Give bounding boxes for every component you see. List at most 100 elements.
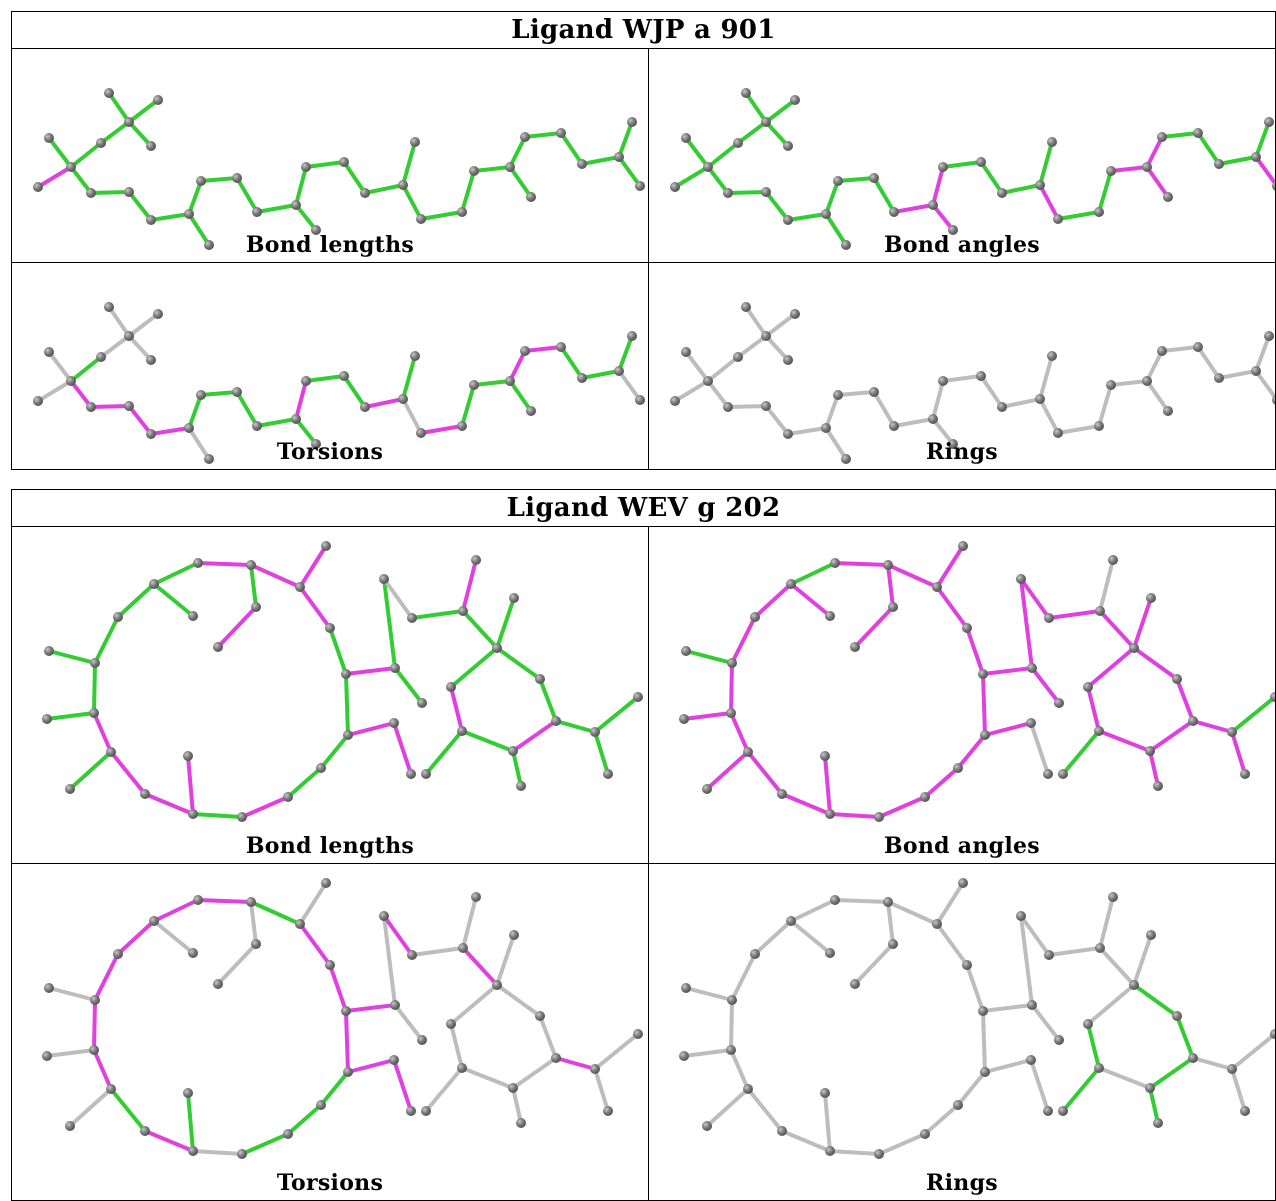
ligand-title: Ligand WEV g 202 bbox=[12, 490, 1275, 527]
bond bbox=[1086, 646, 1136, 689]
atom bbox=[1251, 152, 1261, 162]
atom bbox=[360, 402, 370, 412]
bond bbox=[45, 711, 96, 721]
atom bbox=[516, 1118, 526, 1128]
atom bbox=[146, 215, 156, 225]
bond bbox=[559, 131, 584, 166]
atom bbox=[86, 402, 96, 412]
atom bbox=[325, 623, 335, 633]
bond bbox=[69, 379, 93, 409]
bond bbox=[941, 374, 983, 383]
panel-caption: Bond lengths bbox=[245, 833, 415, 859]
bond bbox=[736, 120, 768, 145]
atom bbox=[492, 643, 502, 653]
atom bbox=[65, 784, 75, 794]
bond bbox=[1217, 155, 1258, 166]
atom bbox=[66, 376, 76, 386]
bond bbox=[877, 795, 927, 819]
molecule-diagram bbox=[679, 541, 1275, 822]
bond bbox=[152, 919, 195, 955]
bond bbox=[196, 898, 253, 904]
bond bbox=[1145, 135, 1164, 169]
bond bbox=[729, 711, 750, 754]
atom bbox=[65, 1121, 75, 1131]
atom bbox=[1129, 980, 1139, 990]
atom bbox=[283, 1129, 293, 1139]
bond bbox=[746, 750, 784, 796]
atom bbox=[89, 1045, 99, 1055]
atom bbox=[761, 401, 771, 411]
atom bbox=[246, 560, 256, 570]
bond bbox=[424, 1066, 464, 1113]
atom bbox=[410, 351, 420, 361]
atom bbox=[627, 331, 637, 341]
bond bbox=[235, 176, 259, 214]
atom bbox=[1172, 1011, 1182, 1021]
atom bbox=[1094, 1063, 1104, 1073]
atom bbox=[193, 558, 203, 568]
bond bbox=[706, 355, 740, 383]
bond bbox=[342, 160, 367, 195]
bond bbox=[956, 1070, 987, 1107]
atom bbox=[1214, 373, 1224, 383]
atom bbox=[535, 674, 545, 684]
atom bbox=[390, 663, 400, 673]
bond bbox=[382, 914, 397, 1007]
atom bbox=[633, 1029, 643, 1039]
atom bbox=[869, 387, 879, 397]
atom bbox=[416, 428, 426, 438]
bond bbox=[1086, 1022, 1101, 1070]
atom bbox=[508, 1083, 518, 1093]
atom bbox=[360, 188, 370, 198]
atom bbox=[783, 141, 793, 151]
atom bbox=[777, 789, 787, 799]
bond bbox=[1038, 397, 1060, 435]
bond bbox=[472, 379, 512, 387]
bond bbox=[730, 952, 757, 1002]
atom bbox=[928, 200, 938, 210]
bond bbox=[753, 582, 793, 619]
bond bbox=[143, 792, 195, 816]
atom bbox=[457, 207, 467, 217]
bond bbox=[1160, 345, 1200, 353]
atom bbox=[184, 423, 194, 433]
bond bbox=[92, 661, 97, 715]
bond bbox=[983, 721, 1033, 737]
bond bbox=[931, 203, 955, 232]
atom bbox=[407, 950, 417, 960]
atom bbox=[953, 1100, 963, 1110]
panel-bond-angles: Bond angles bbox=[649, 527, 1275, 864]
bond bbox=[538, 1014, 558, 1060]
atom bbox=[325, 960, 335, 970]
bond bbox=[93, 952, 120, 1002]
bond bbox=[1086, 685, 1101, 733]
bond bbox=[495, 646, 542, 681]
bond bbox=[449, 983, 499, 1026]
atom bbox=[1094, 726, 1104, 736]
bond bbox=[1230, 1032, 1275, 1071]
bond bbox=[216, 605, 258, 649]
bond bbox=[981, 666, 1034, 676]
bond bbox=[706, 141, 740, 169]
atom bbox=[106, 747, 116, 757]
bond bbox=[923, 1103, 960, 1136]
atom bbox=[551, 716, 561, 726]
atom bbox=[726, 708, 736, 718]
atom bbox=[1108, 892, 1118, 902]
bond bbox=[824, 212, 848, 247]
bond bbox=[1230, 695, 1275, 734]
bond bbox=[294, 417, 318, 446]
atom bbox=[850, 979, 860, 989]
bond bbox=[935, 922, 969, 967]
bond bbox=[410, 609, 465, 620]
bond bbox=[764, 404, 790, 436]
bond bbox=[298, 544, 328, 589]
bond bbox=[461, 609, 499, 650]
bond bbox=[1148, 1056, 1195, 1090]
bond bbox=[255, 417, 298, 428]
bond bbox=[36, 379, 73, 403]
bond bbox=[981, 672, 987, 737]
atom bbox=[379, 574, 389, 584]
atom bbox=[627, 117, 637, 127]
atom bbox=[1251, 366, 1261, 376]
